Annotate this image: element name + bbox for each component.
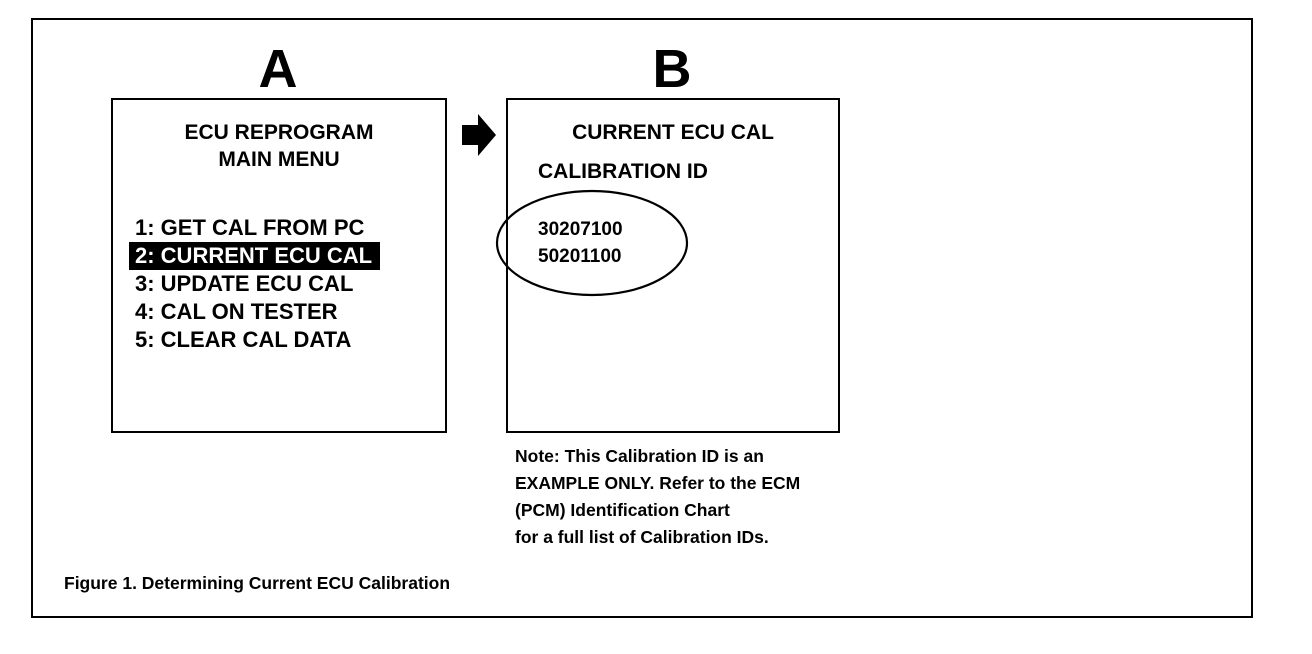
panel-letter-a: A bbox=[258, 39, 298, 99]
calibration-id-label: CALIBRATION ID bbox=[538, 160, 708, 183]
current-ecu-cal-title: CURRENT ECU CAL bbox=[572, 121, 774, 144]
menu-item-get-cal-from-pc[interactable]: 1: GET CAL FROM PC bbox=[135, 215, 365, 240]
note-line-2: EXAMPLE ONLY. Refer to the ECM bbox=[515, 473, 801, 493]
calibration-id-value-2: 50201100 bbox=[538, 246, 622, 267]
calibration-id-value-1: 30207100 bbox=[538, 219, 623, 240]
menu-item-clear-cal-data[interactable]: 5: CLEAR CAL DATA bbox=[135, 327, 352, 352]
note-line-1: Note: This Calibration ID is an bbox=[515, 446, 764, 466]
panel-letter-b: B bbox=[652, 39, 692, 99]
menu-item-update-ecu-cal[interactable]: 3: UPDATE ECU CAL bbox=[135, 271, 354, 296]
screen-main-menu: ECU REPROGRAM MAIN MENU 1: GET CAL FROM … bbox=[111, 98, 447, 433]
calibration-id-list: 30207100 50201100 bbox=[538, 216, 623, 270]
main-menu-list: 1: GET CAL FROM PC 2: CURRENT ECU CAL 3:… bbox=[129, 214, 381, 354]
right-arrow-icon bbox=[462, 114, 496, 156]
main-menu-title-line-2: MAIN MENU bbox=[218, 148, 340, 171]
main-menu-title-line-1: ECU REPROGRAM bbox=[184, 121, 374, 144]
menu-item-cal-on-tester[interactable]: 4: CAL ON TESTER bbox=[135, 299, 338, 324]
note-line-4: for a full list of Calibration IDs. bbox=[515, 527, 769, 547]
main-menu-title: ECU REPROGRAM MAIN MENU bbox=[113, 119, 445, 173]
note-line-3: (PCM) Identification Chart bbox=[515, 500, 730, 520]
calibration-id-highlight-ellipse bbox=[495, 189, 689, 297]
screen-current-ecu-cal: CURRENT ECU CAL CALIBRATION ID 30207100 … bbox=[506, 98, 840, 433]
calibration-note: Note: This Calibration ID is an EXAMPLE … bbox=[515, 443, 800, 551]
menu-item-current-ecu-cal[interactable]: 2: CURRENT ECU CAL bbox=[129, 242, 381, 270]
figure-frame bbox=[31, 18, 1253, 618]
figure-caption: Figure 1. Determining Current ECU Calibr… bbox=[64, 573, 451, 593]
